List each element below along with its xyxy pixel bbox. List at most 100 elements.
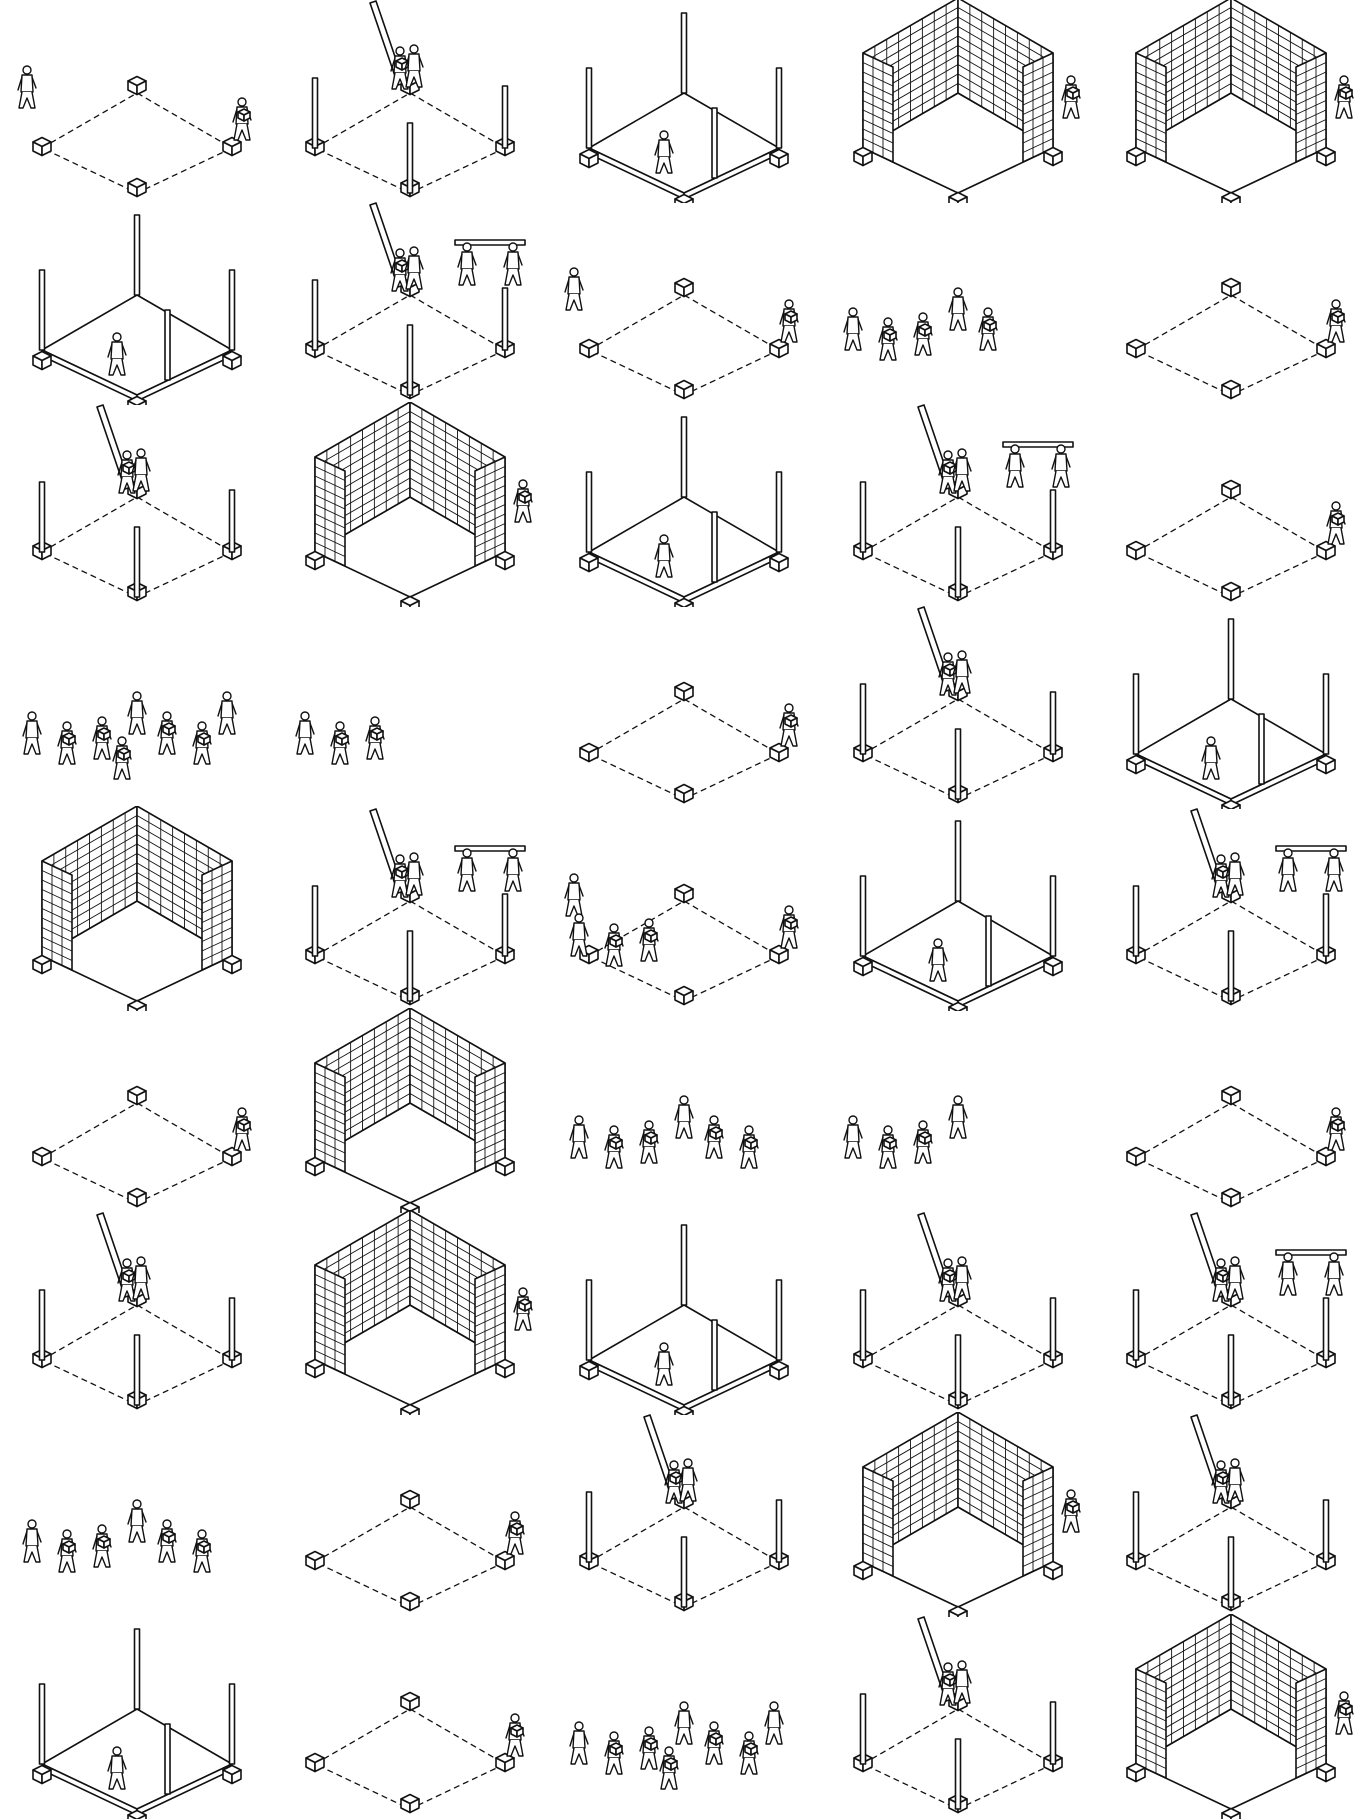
construction-vignette-frame [1096,604,1366,809]
worker-figure [570,1116,588,1158]
worker-figure [506,1714,524,1756]
worker-figure [740,1732,758,1774]
construction-vignette-walls [1096,0,1366,203]
worker-figure [514,480,532,522]
construction-vignette-walls [823,0,1093,203]
construction-vignette-workers [275,604,545,809]
worker-figure [949,1096,967,1138]
worker-figure [128,1500,146,1542]
construction-vignette-raise [2,1210,272,1415]
construction-vignette-layout [549,604,819,809]
construction-vignette-frame [549,0,819,203]
worker-figure [740,1126,758,1168]
construction-vignette-walls [2,806,272,1011]
construction-vignette-raise [823,1210,1093,1415]
construction-vignette-walls [275,1008,545,1213]
worker-figure [58,1530,76,1572]
worker-figure [18,66,36,108]
construction-vignette-layout [2,0,272,203]
construction-vignette-raise [1096,1412,1366,1617]
worker-figure [58,722,76,764]
construction-vignette-layout [1096,200,1366,405]
worker-figure [1052,445,1070,487]
worker-figure [1327,300,1345,342]
construction-vignette-raise [823,604,1093,809]
construction-vignette-raise [1096,1210,1366,1415]
worker-figure [1062,76,1080,118]
worker-figure [193,722,211,764]
worker-figure [296,712,314,754]
worker-figure [780,300,798,342]
worker-figure [158,1520,176,1562]
construction-vignette-layout [1096,1008,1366,1213]
construction-vignette-workers [2,604,272,809]
worker-figure [93,1525,111,1567]
worker-figure [1279,849,1297,891]
construction-vignette-walls [1096,1614,1366,1819]
worker-figure [640,1727,658,1769]
construction-vignette-frame [823,806,1093,1011]
worker-figure [193,1530,211,1572]
worker-figure [233,1108,251,1150]
construction-vignette-raise [275,0,545,203]
construction-vignette-raise [275,806,545,1011]
worker-figure [23,712,41,754]
construction-vignette-workers [549,1008,819,1213]
construction-vignette-layout [549,806,819,1011]
worker-figure [506,1512,524,1554]
worker-figure [765,1702,783,1744]
worker-figure [1006,445,1024,487]
worker-figure [23,1520,41,1562]
construction-vignette-workers [823,1008,1093,1213]
worker-figure [570,914,588,956]
worker-figure [158,712,176,754]
construction-vignette-layout [275,1614,545,1819]
construction-vignette-frame [2,200,272,405]
worker-figure [605,1732,623,1774]
construction-vignette-workers [549,1614,819,1819]
worker-figure [675,1702,693,1744]
worker-figure [458,243,476,285]
construction-vignette-raise [823,1614,1093,1819]
construction-vignette-workers [2,1412,272,1617]
worker-figure [1335,76,1353,118]
worker-figure [605,1126,623,1168]
worker-figure [879,318,897,360]
construction-vignette-walls [823,1412,1093,1617]
worker-figure [914,313,932,355]
worker-figure [1327,1108,1345,1150]
worker-figure [565,268,583,310]
worker-figure [93,717,111,759]
construction-vignette-layout [549,200,819,405]
worker-figure [366,717,384,759]
worker-figure [844,308,862,350]
worker-figure [979,308,997,350]
construction-vignette-layout [1096,402,1366,607]
worker-figure [705,1722,723,1764]
construction-vignette-raise [549,1412,819,1617]
worker-figure [844,1116,862,1158]
construction-vignette-walls [275,1210,545,1415]
construction-vignette-layout [275,1412,545,1617]
worker-figure [331,722,349,764]
worker-figure [1279,1253,1297,1295]
worker-figure [705,1116,723,1158]
worker-figure [1325,849,1343,891]
worker-figure [565,874,583,916]
construction-vignette-raise [2,402,272,607]
worker-figure [1062,1490,1080,1532]
worker-figure [675,1096,693,1138]
worker-figure [640,1121,658,1163]
worker-figure [1335,1692,1353,1734]
worker-figure [218,692,236,734]
construction-vignette-frame [549,402,819,607]
worker-figure [1325,1253,1343,1295]
construction-vignette-raise [823,402,1093,607]
construction-vignette-walls [275,402,545,607]
worker-figure [570,1722,588,1764]
worker-figure [113,737,131,779]
worker-figure [458,849,476,891]
worker-figure [914,1121,932,1163]
construction-vignette-raise [275,200,545,405]
